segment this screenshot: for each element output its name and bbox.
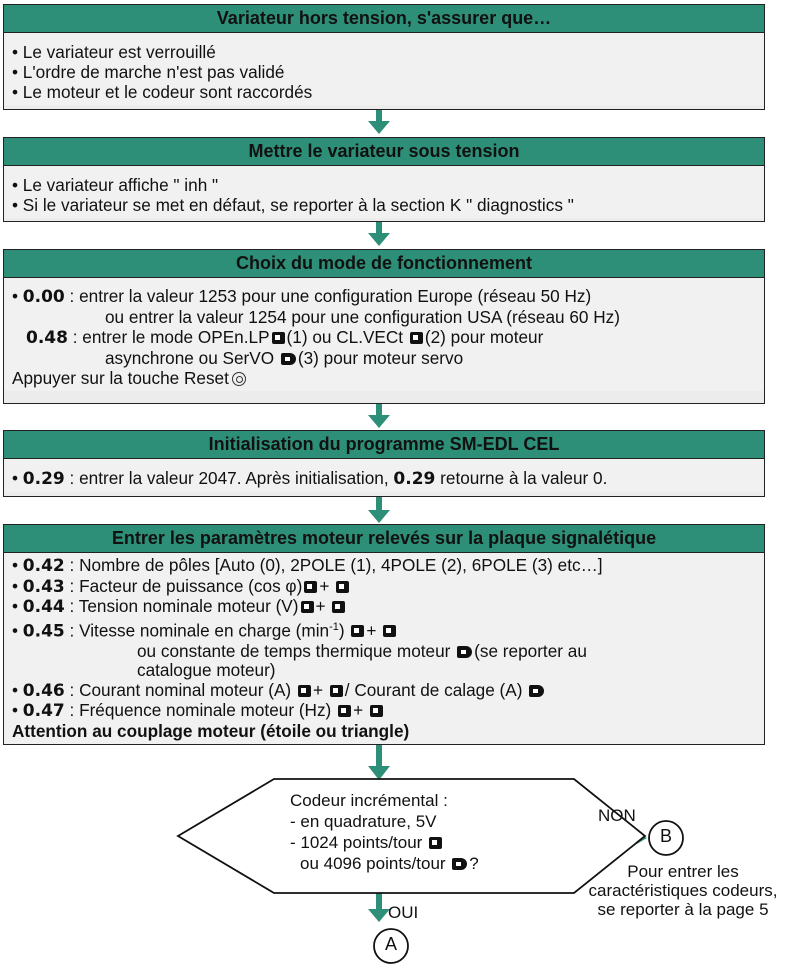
- keyalt-icon: [457, 645, 473, 658]
- keyfunc-icon: [300, 601, 314, 613]
- box-power-off: Variateur hors tension, s'assurer que… •…: [3, 4, 765, 110]
- arrow-oui: [368, 893, 390, 922]
- keyfunc-icon: [329, 684, 343, 697]
- box-init: Initialisation du programme SM-EDL CEL •…: [3, 430, 765, 497]
- decision-diamond: [176, 778, 647, 894]
- decision-line: - en quadrature, 5V: [290, 812, 437, 831]
- list-item: • Le moteur et le codeur sont raccordés: [12, 82, 313, 102]
- box-body: • 0.42 : Nombre de pôles [Auto (0), 2POL…: [4, 553, 764, 745]
- param-0-44: • 0.44 : Tension nominale moteur (V)+: [12, 596, 756, 618]
- keyfunc-icon: [383, 625, 397, 638]
- oui-label: OUI: [388, 903, 419, 922]
- box-body: • 0.00 : entrer la valeur 1253 pour une …: [4, 278, 764, 391]
- arrow-1: [368, 110, 390, 134]
- keyfunc-icon: [409, 332, 423, 344]
- param-0-48: 0.48 : entrer le mode OPEn.LP(1) ou CL.V…: [26, 327, 544, 348]
- keyfunc-icon: [297, 684, 311, 697]
- warning-text: Attention au couplage moteur (étoile ou …: [12, 720, 410, 741]
- box-body: • 0.29 : entrer la valeur 2047. Après in…: [4, 459, 764, 492]
- keyfunc-icon: [369, 705, 383, 718]
- param-0-42: • 0.42 : Nombre de pôles [Auto (0), 2POL…: [12, 555, 603, 576]
- param-0-00: • 0.00 : entrer la valeur 1253 pour une …: [12, 286, 592, 307]
- connector-b: [648, 820, 684, 856]
- non-label: NON: [598, 806, 636, 825]
- box-body: • Le variateur est verrouillé • L'ordre …: [4, 33, 764, 105]
- reset-icon: [231, 372, 246, 386]
- box-motor-params: Entrer les paramètres moteur relevés sur…: [3, 524, 765, 745]
- param-0-46: • 0.46 : Courant nominal moteur (A) + / …: [12, 680, 756, 702]
- keyfunc-icon: [338, 705, 352, 718]
- keyfunc-icon: [351, 625, 365, 638]
- list-item: • Le variateur est verrouillé: [12, 42, 216, 62]
- box-title: Choix du mode de fonctionnement: [4, 250, 764, 278]
- box-body: • Le variateur affiche " inh " • Si le v…: [4, 166, 764, 218]
- connector-b-label: B: [659, 826, 672, 846]
- decision-line: - 1024 points/tour: [290, 832, 479, 853]
- connector-a-label: A: [384, 934, 397, 954]
- param-0-45-cont: ou constante de temps thermique moteur (…: [137, 640, 587, 661]
- keyfunc-icon: [336, 580, 350, 593]
- box-title: Variateur hors tension, s'assurer que…: [4, 5, 764, 33]
- keyfunc-icon: [332, 601, 346, 613]
- box-mode: Choix du mode de fonctionnement • 0.00 :…: [3, 249, 765, 404]
- page-reference-note: Pour entrer les caractéristiques codeurs…: [588, 862, 778, 919]
- keyalt-icon: [280, 353, 296, 365]
- box-title: Entrer les paramètres moteur relevés sur…: [4, 525, 764, 553]
- list-item: • Si le variateur se met en défaut, se r…: [12, 195, 574, 215]
- keyalt-icon: [452, 858, 468, 870]
- box-power-on: Mettre le variateur sous tension • Le va…: [3, 137, 765, 222]
- decision-line: ou 4096 points/tour ?: [300, 854, 479, 873]
- arrow-2: [368, 222, 390, 246]
- keyfunc-icon: [304, 580, 318, 593]
- connector-a: [373, 928, 409, 964]
- decision-text: Codeur incrémental : - en quadrature, 5V…: [290, 790, 479, 874]
- arrow-4: [368, 497, 390, 523]
- list-item: • Le variateur affiche " inh ": [12, 175, 219, 195]
- keyalt-icon: [529, 684, 545, 697]
- param-0-48-cont: asynchrone ou SerVO (3) pour moteur serv…: [105, 348, 464, 368]
- keyfunc-icon: [429, 837, 443, 849]
- param-0-00-cont: ou entrer la valeur 1254 pour une config…: [105, 307, 620, 327]
- reset-instruction: Appuyer sur la touche Reset: [12, 368, 756, 388]
- param-0-45-cont2: catalogue moteur): [137, 660, 276, 681]
- arrow-5: [368, 745, 390, 780]
- box-title: Initialisation du programme SM-EDL CEL: [4, 431, 764, 459]
- list-item: • L'ordre de marche n'est pas validé: [12, 62, 285, 82]
- param-0-45: • 0.45 : Vitesse nominale en charge (min…: [12, 618, 756, 642]
- param-0-47: • 0.47 : Fréquence nominale moteur (Hz) …: [12, 700, 756, 722]
- keyfunc-icon: [271, 332, 285, 344]
- arrow-3: [368, 404, 390, 428]
- decision-line: Codeur incrémental :: [290, 791, 448, 810]
- param-0-43: • 0.43 : Facteur de puissance (cos φ)+: [12, 576, 756, 598]
- param-code: 0.48: [26, 328, 68, 348]
- param-0-29: • 0.29 : entrer la valeur 2047. Après in…: [12, 468, 608, 489]
- param-code: 0.00: [22, 287, 65, 307]
- box-title: Mettre le variateur sous tension: [4, 138, 764, 166]
